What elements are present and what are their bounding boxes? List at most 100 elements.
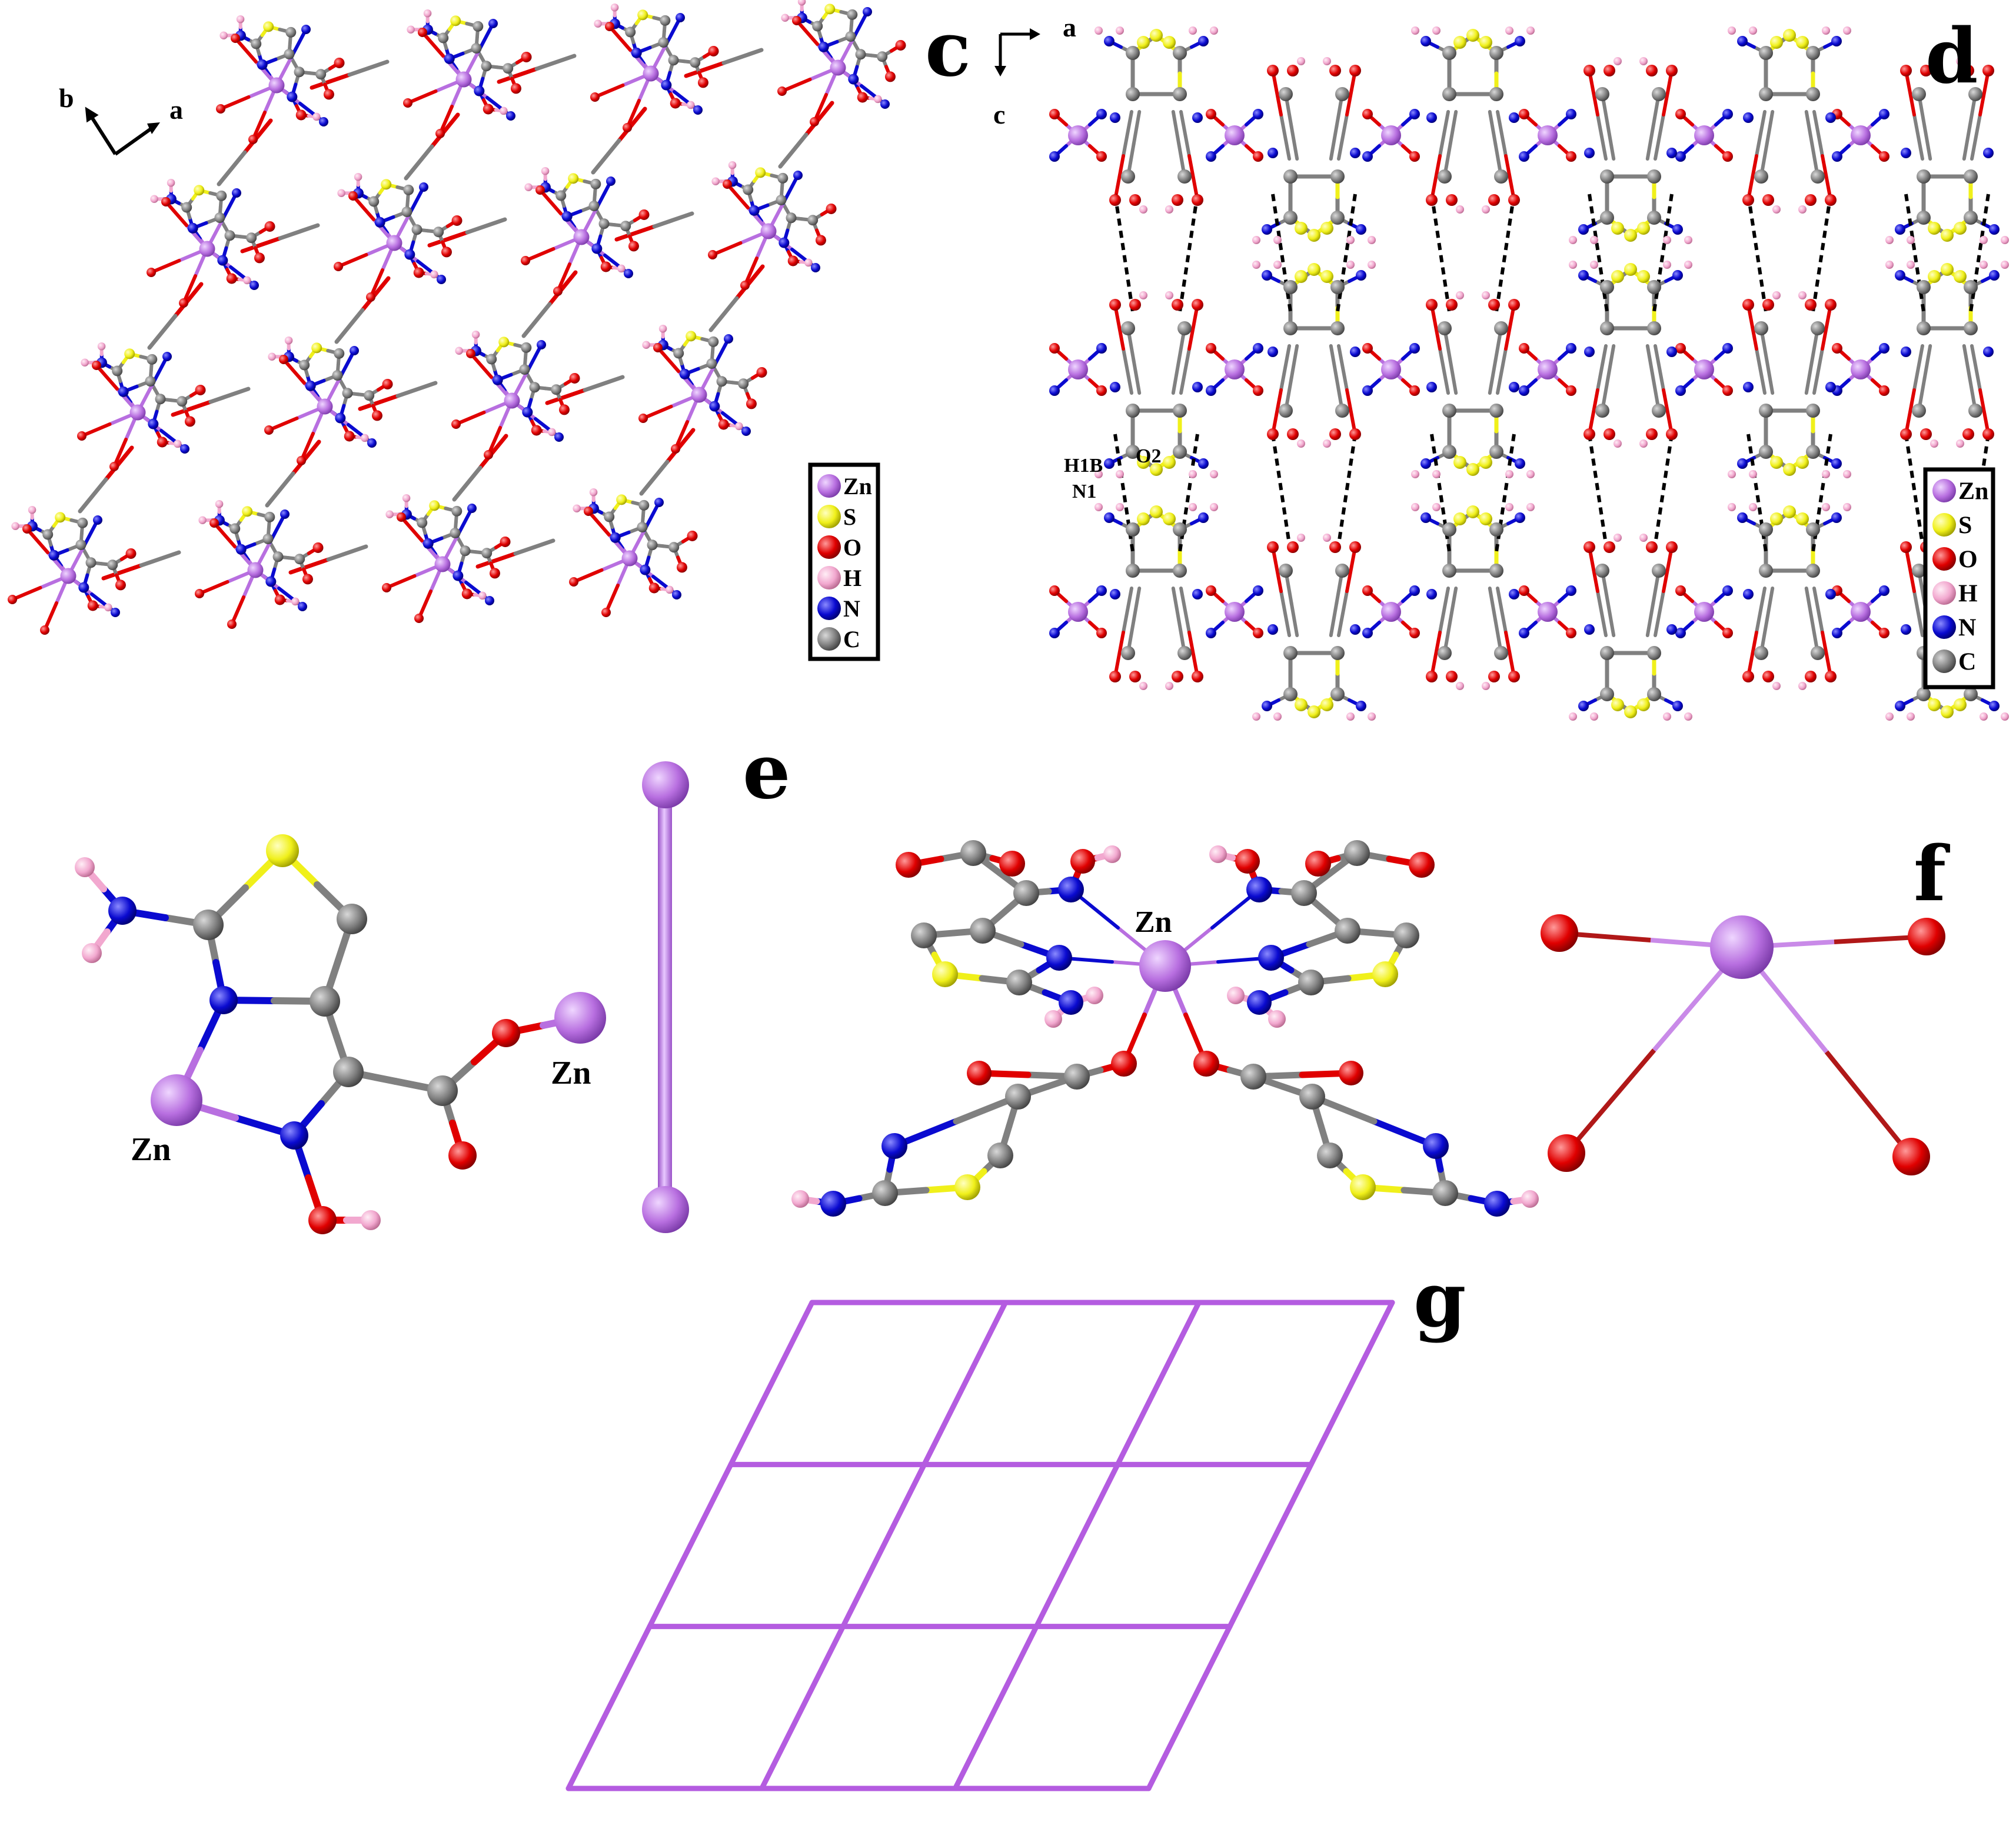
- atom-o: [605, 22, 614, 31]
- atom-n: [1879, 109, 1889, 119]
- atom-c: [1917, 280, 1931, 294]
- atom-n: [1666, 624, 1677, 635]
- bond-half: [310, 72, 352, 90]
- atom-h: [1526, 470, 1535, 478]
- atom-n: [672, 590, 681, 599]
- atom-o: [1900, 65, 1912, 76]
- atom-h: [1095, 503, 1103, 511]
- atom-h: [1728, 26, 1736, 35]
- hydrogen-bond-icon: [1904, 434, 1925, 552]
- bond-half: [1448, 359, 1458, 395]
- atom-c: [1600, 646, 1614, 660]
- atom-zn: [643, 65, 659, 82]
- atom-n: [280, 509, 290, 519]
- atom-h: [1907, 712, 1915, 721]
- atom-n: [1989, 224, 2000, 235]
- atom-s: [1479, 512, 1492, 525]
- atom-c: [738, 378, 749, 389]
- atom-h: [1456, 682, 1464, 690]
- atom-n: [374, 216, 385, 228]
- atom-h: [541, 166, 550, 175]
- atom-h: [1663, 261, 1671, 269]
- atom-o: [448, 1141, 477, 1170]
- bond-half: [547, 270, 578, 307]
- atom-h: [1252, 712, 1260, 721]
- atom-c: [1121, 169, 1135, 184]
- atom-s: [266, 834, 299, 867]
- atom-h: [666, 585, 674, 594]
- atom-c: [1330, 321, 1345, 335]
- bond-half: [1345, 69, 1357, 116]
- atom-n: [1722, 109, 1733, 119]
- atom-o: [87, 600, 98, 611]
- atom-s: [1466, 29, 1479, 42]
- bond-half: [417, 589, 433, 620]
- atom-s: [1150, 463, 1163, 476]
- atom-n: [1096, 109, 1107, 119]
- atom-h: [1086, 987, 1103, 1004]
- atom-h: [1116, 26, 1124, 35]
- atom-o: [1583, 428, 1595, 440]
- atom-n: [1519, 151, 1529, 162]
- atom-o: [209, 518, 219, 528]
- atom-o: [1805, 299, 1817, 311]
- atom-o: [1287, 541, 1299, 553]
- atom-o: [1666, 65, 1678, 76]
- atom-n: [793, 171, 803, 180]
- atom-o: [558, 404, 570, 415]
- atom-c: [1442, 522, 1456, 537]
- bond-half: [1187, 154, 1199, 202]
- atom-c: [1489, 522, 1503, 537]
- atom-n: [610, 532, 621, 543]
- atom-zn: [1538, 359, 1558, 379]
- bond-half: [684, 61, 726, 78]
- atom-c: [77, 517, 88, 528]
- atom-n: [709, 401, 720, 412]
- bond-half: [291, 439, 321, 476]
- atom-o: [896, 852, 921, 878]
- bond-half: [1588, 545, 1599, 593]
- atom-o: [115, 579, 126, 591]
- atom-h: [1482, 682, 1490, 690]
- atom-n: [1831, 512, 1842, 523]
- atom-c: [107, 559, 118, 571]
- atom-h: [1297, 439, 1305, 448]
- atom-o: [857, 92, 868, 103]
- atom-o: [1305, 851, 1331, 877]
- bond-half: [1654, 344, 1665, 392]
- panel-f-tetrahedral-node: [1541, 914, 1945, 1175]
- atom-c: [1600, 169, 1614, 184]
- atom-n: [485, 596, 494, 605]
- atom-c: [1438, 169, 1452, 184]
- atom-h: [1822, 503, 1830, 511]
- atom-o: [510, 83, 521, 94]
- atom-s: [1928, 270, 1941, 283]
- atom-n: [1515, 512, 1525, 523]
- bond-half: [1978, 388, 1990, 436]
- atom-o: [1349, 541, 1361, 553]
- atom-c: [272, 551, 284, 562]
- atom-o: [1206, 585, 1216, 596]
- bond-half: [95, 364, 119, 391]
- atom-zn: [621, 550, 638, 567]
- bond-half: [1912, 589, 1924, 637]
- panel-g-net-lines: [565, 1300, 1395, 1791]
- atom-c: [1283, 646, 1298, 660]
- atom-n: [209, 986, 238, 1014]
- atom-n: [118, 386, 129, 397]
- atom-n: [232, 188, 241, 198]
- atom-n: [1672, 224, 1683, 235]
- atom-h: [1684, 236, 1692, 244]
- atom-o: [1409, 151, 1420, 162]
- atom-o: [40, 625, 49, 635]
- atom-h: [471, 330, 480, 339]
- atom-s: [1637, 270, 1650, 283]
- atom-c: [1283, 280, 1298, 294]
- atom-c: [1595, 87, 1609, 101]
- legend-frame: [808, 462, 880, 661]
- atom-o: [8, 595, 17, 604]
- atom-c: [1912, 564, 1926, 578]
- atom-n: [453, 570, 464, 581]
- atom-s: [1611, 270, 1624, 283]
